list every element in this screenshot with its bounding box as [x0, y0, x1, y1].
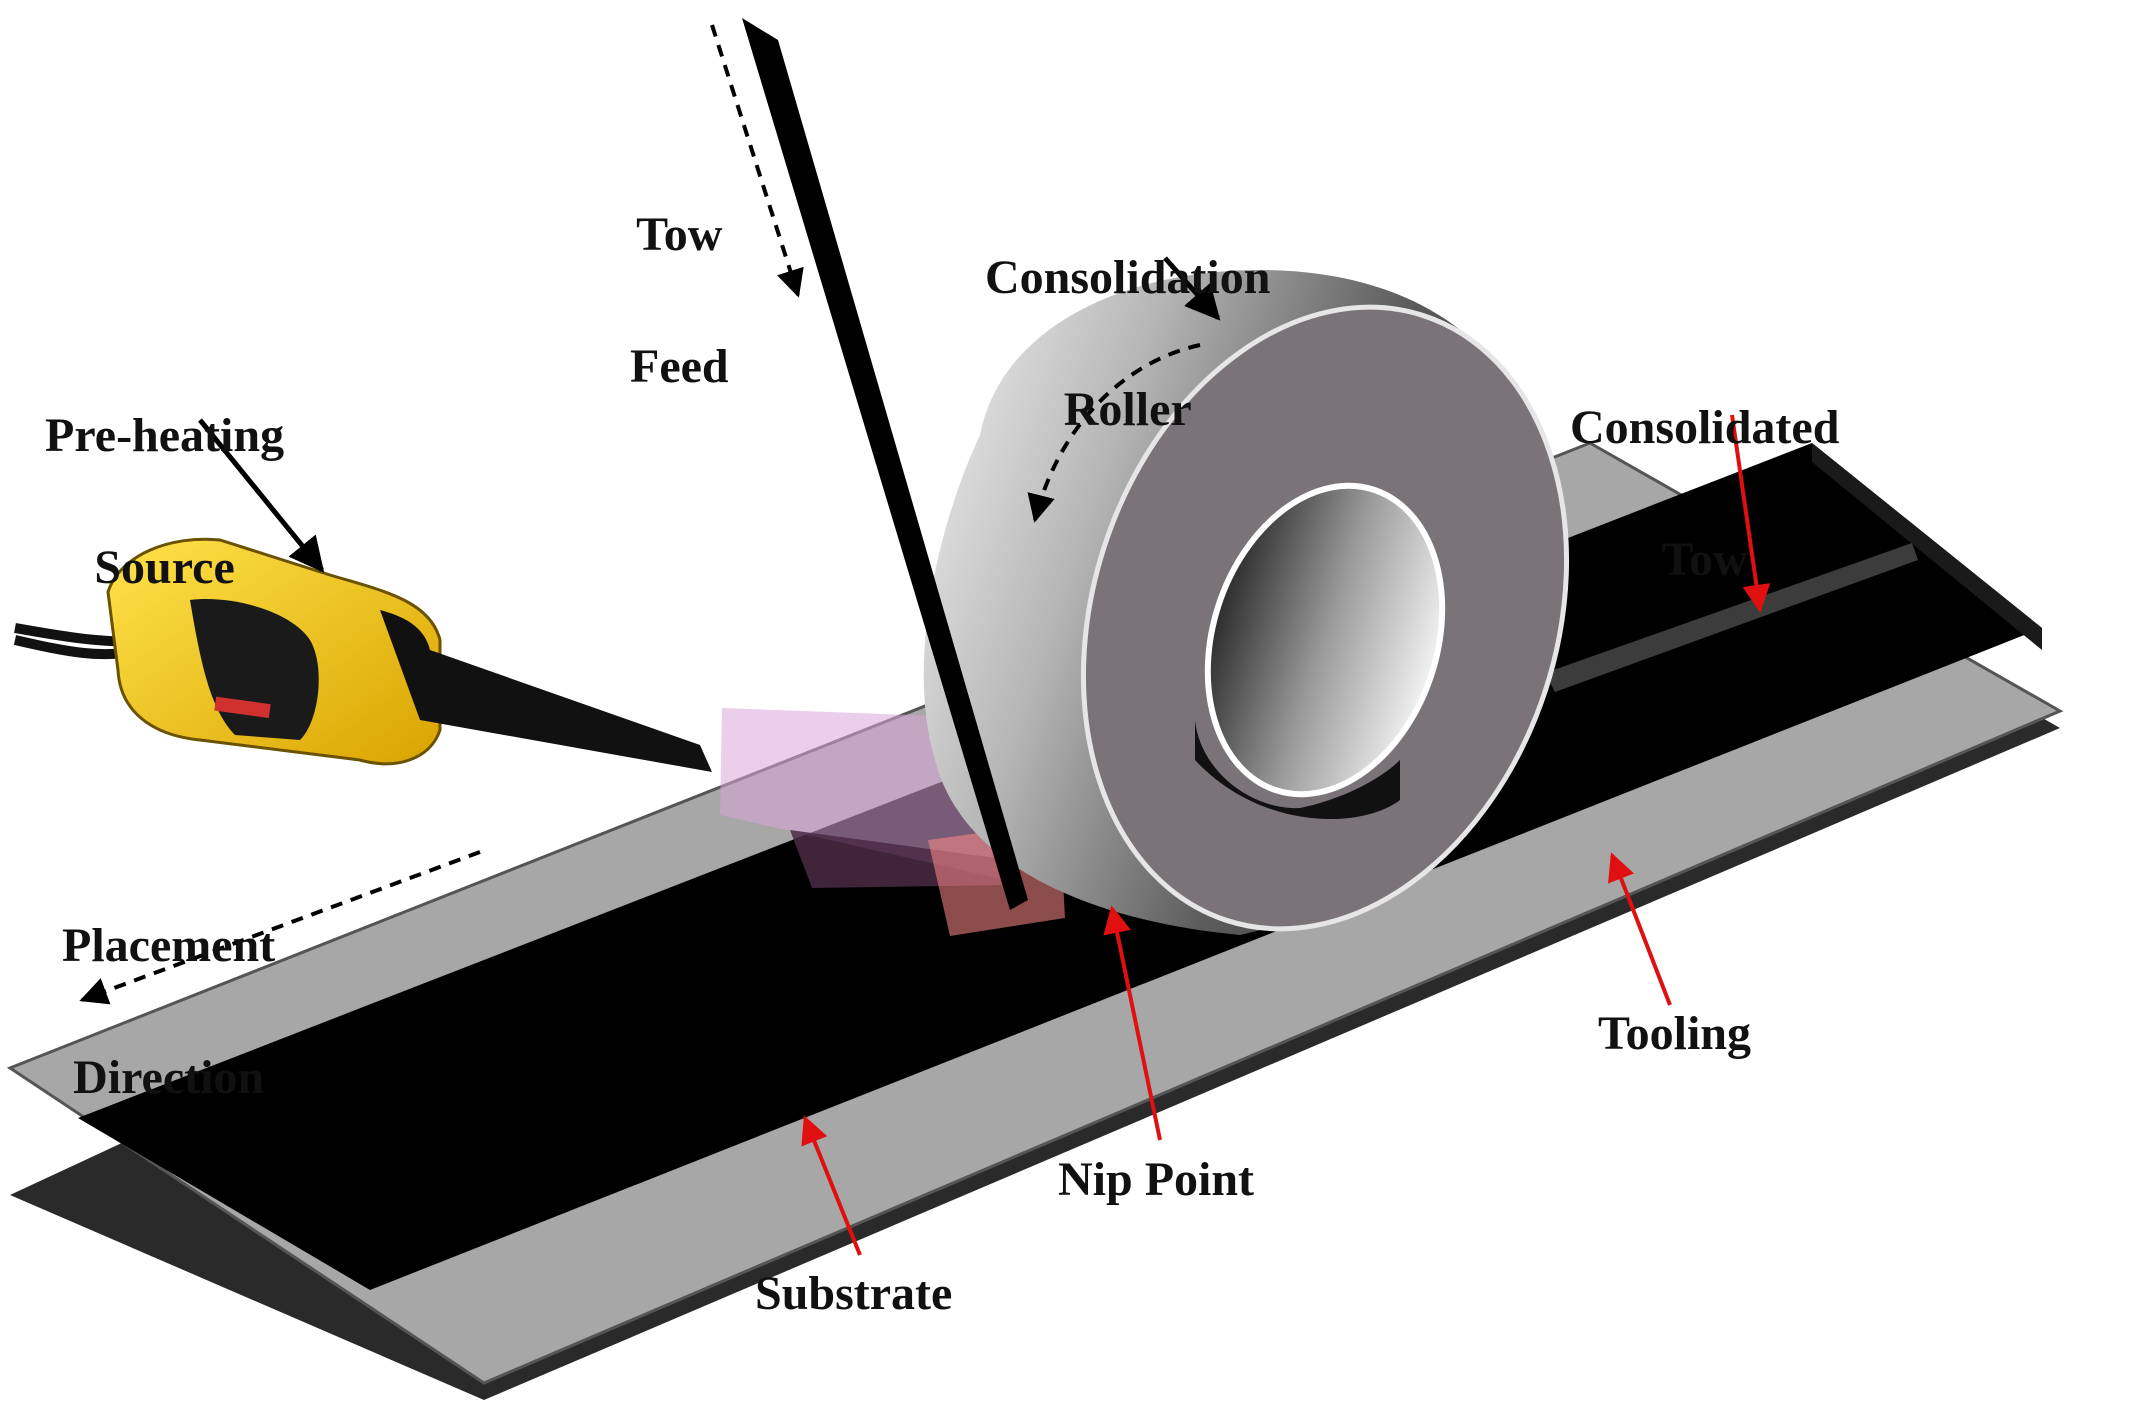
tow-feed-label-line1: Tow	[636, 208, 723, 261]
consolidation-roller-label: Consolidation Roller	[985, 168, 1270, 520]
consolidation-roller-callout	[1163, 256, 1221, 321]
pre-heating-source-label-line1: Pre-heating	[45, 409, 285, 462]
roller-rotation-arrow	[1027, 343, 1201, 523]
consolidated-tow-strip	[1545, 543, 1918, 692]
pre-heating-source-label: Pre-heating Source	[45, 326, 284, 678]
tooling-label: Tooling	[1598, 1007, 1751, 1060]
consolidated-tow-label: Consolidated Tow	[1570, 318, 1839, 670]
tooling-callout	[1608, 852, 1672, 1006]
consolidation-roller-label-line2: Roller	[1063, 383, 1192, 436]
consolidation-roller	[923, 270, 1570, 935]
nip-point-callout	[1103, 905, 1162, 1141]
tow-feed-label: Tow Feed	[630, 125, 729, 477]
substrate-label: Substrate	[755, 1267, 953, 1320]
placement-direction-arrow	[79, 850, 481, 1005]
consolidation-roller-label-line1: Consolidation	[985, 251, 1271, 304]
consolidated-tow-label-line2: Tow	[1661, 533, 1748, 586]
tow-feed-arrow	[710, 24, 804, 298]
substrate-callout	[801, 1115, 862, 1256]
tow-feed-strip	[742, 18, 1028, 910]
heat-gun-icon	[13, 537, 712, 772]
placement-direction-label: Placement Direction	[62, 836, 275, 1188]
tow-feed-label-line2: Feed	[630, 340, 729, 393]
nip-point-label: Nip Point	[1058, 1153, 1255, 1206]
placement-direction-label-line1: Placement	[62, 919, 276, 972]
placement-direction-label-line2: Direction	[73, 1051, 265, 1104]
consolidated-tow-callout	[1730, 414, 1771, 613]
pre-heating-source-label-line2: Source	[94, 541, 235, 594]
pre-heating-source-callout	[198, 418, 325, 573]
consolidated-tow-label-line1: Consolidated	[1570, 401, 1840, 454]
